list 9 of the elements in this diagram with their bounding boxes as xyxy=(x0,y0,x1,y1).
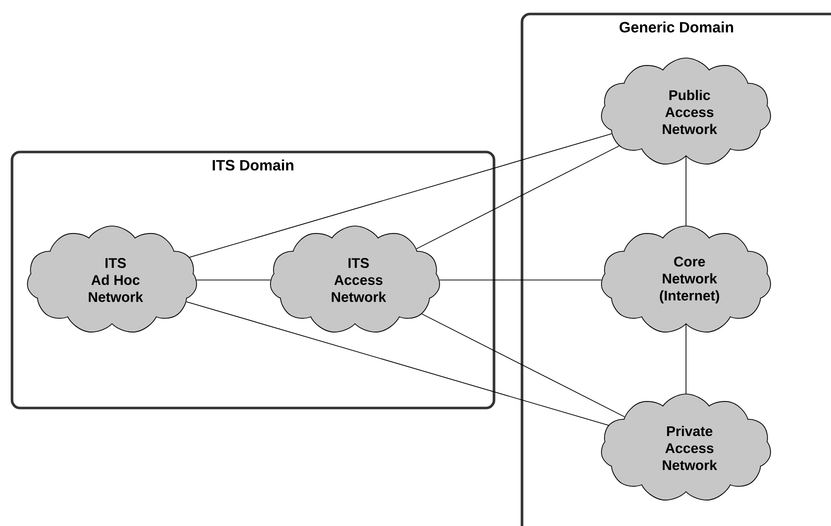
connector-line xyxy=(189,133,612,258)
network-cloud: ITS Ad Hoc Network xyxy=(27,226,197,332)
network-cloud: Private Access Network xyxy=(601,394,771,500)
connector-line xyxy=(416,146,620,250)
connector-line xyxy=(422,314,625,418)
network-cloud: ITS Access Network xyxy=(270,226,440,332)
network-cloud: Public Access Network xyxy=(601,58,771,164)
connector-line xyxy=(186,301,609,426)
network-cloud: Core Network (Internet) xyxy=(601,226,771,332)
